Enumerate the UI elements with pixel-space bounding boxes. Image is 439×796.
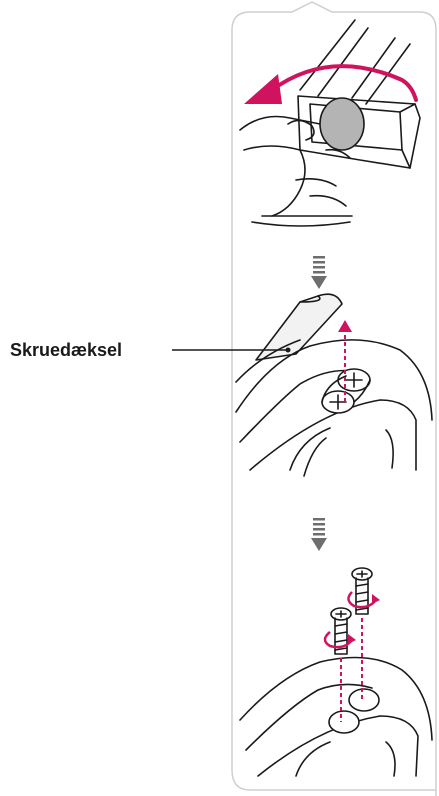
screw-hole	[328, 710, 360, 734]
step-1-illustration	[239, 19, 421, 227]
hand-icon	[239, 115, 353, 227]
down-arrow-icon	[311, 256, 327, 289]
screw-icon	[330, 607, 352, 655]
rotate-arrow-icon	[323, 631, 356, 649]
step-2-illustration	[235, 293, 433, 477]
coin-icon	[319, 97, 365, 151]
rotate-arrow-icon	[244, 64, 418, 104]
callout-dot	[285, 347, 291, 353]
down-arrow-icon	[311, 518, 327, 551]
instruction-panel	[231, 1, 437, 796]
screw-hole	[348, 688, 380, 712]
screw-icon	[351, 567, 373, 615]
rotate-arrow-icon	[347, 591, 380, 609]
screw-cover-label: Skruedæksel	[10, 340, 123, 360]
panel-left-edge	[231, 30, 436, 791]
up-arrow-icon	[338, 320, 352, 402]
screw-cover-part	[255, 293, 343, 361]
step-3-illustration	[239, 567, 433, 777]
